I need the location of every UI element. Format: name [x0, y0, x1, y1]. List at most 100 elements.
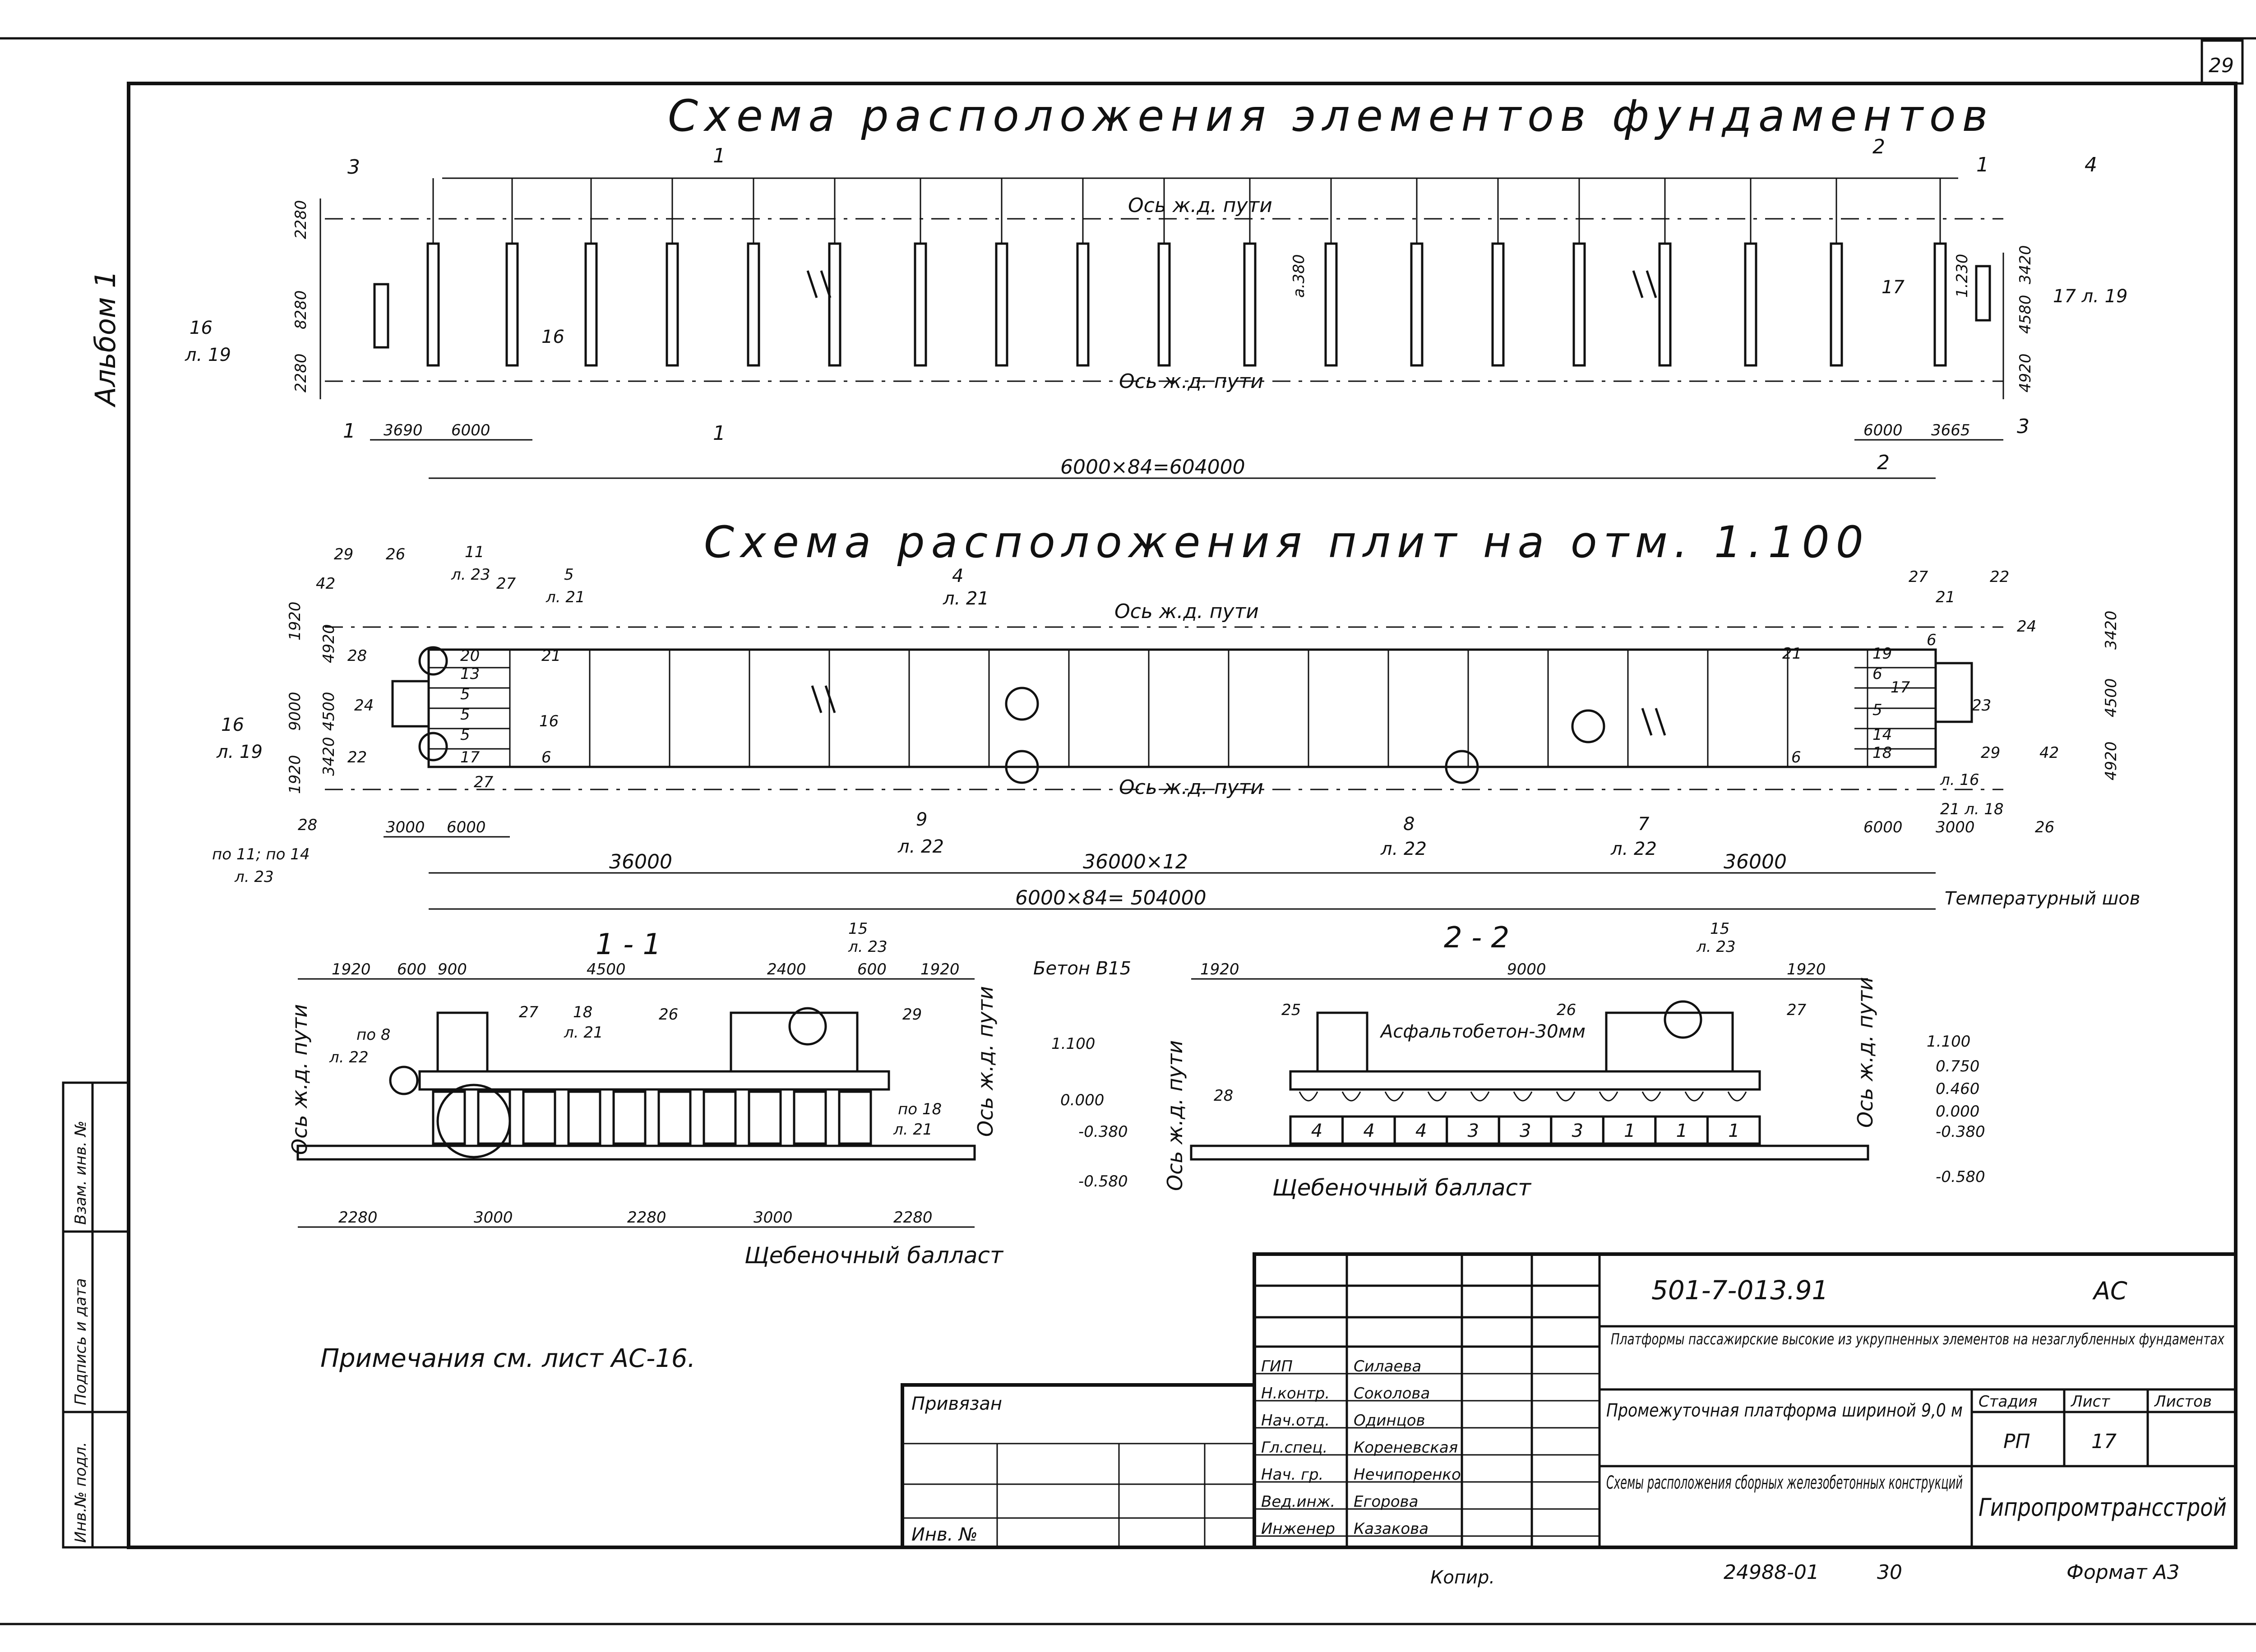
- plan1-dim-l1: 8280: [292, 290, 310, 329]
- pier: [657, 1090, 692, 1145]
- lnum-5a: 5: [460, 685, 470, 703]
- sec11-ballast: [296, 1144, 976, 1161]
- tb-role: Инженер: [1261, 1520, 1335, 1538]
- tb-doc-code: 501-7-013.91: [1651, 1275, 1828, 1306]
- lnum-42: 42: [316, 575, 335, 593]
- slab-grid: [391, 648, 1973, 768]
- slab-outline: [427, 648, 1937, 768]
- sec11-ref-l21: л. 21: [564, 1024, 603, 1042]
- end-footing-right: [1975, 265, 1991, 322]
- plan1-1230: 1.230: [1953, 254, 1971, 298]
- sec11-slab: [418, 1070, 890, 1091]
- footing: [1658, 242, 1672, 367]
- page-number: 29: [2209, 54, 2234, 77]
- sec22-lvl4: -0.380: [1936, 1123, 1985, 1141]
- note: Примечания см. лист АС-16.: [320, 1344, 695, 1373]
- lnum-22: 22: [347, 748, 367, 766]
- plan2-co4-sheet: л. 21: [943, 588, 989, 609]
- tb-mark: АС: [2092, 1277, 2127, 1305]
- foundation-block-label: 1: [1676, 1121, 1687, 1141]
- footing: [1076, 242, 1090, 367]
- tb-person: Кореневская: [1354, 1439, 1458, 1457]
- lnum-28: 28: [347, 647, 367, 665]
- lnum-26: 26: [386, 545, 405, 563]
- slab-rib: [1641, 1091, 1661, 1102]
- sec11-ref-18: 18: [573, 1003, 592, 1021]
- lnum-27b: 27: [474, 773, 494, 791]
- tb-copy: Копир.: [1430, 1567, 1495, 1588]
- sec11-callout-8: [389, 1066, 419, 1095]
- rnum-5: 5: [1872, 701, 1882, 719]
- plan1-a380: а.380: [1290, 254, 1308, 298]
- plan1-dim-r0: 3420: [2016, 245, 2034, 284]
- foundation-block-label: 4: [1311, 1121, 1322, 1141]
- footing: [1572, 242, 1586, 367]
- plan2-bd6: 3000: [1936, 818, 1975, 836]
- sec22-axis-right: Ось ж.д. пути: [1853, 977, 1877, 1128]
- footing: [914, 242, 927, 367]
- sec11-d4: 2400: [767, 960, 806, 978]
- tb-stage: РП: [2003, 1430, 2030, 1453]
- foundation-block-label: 4: [1415, 1121, 1427, 1141]
- left-stamp: Взам. инв. № Подпись и дата Инв.№ подл.: [62, 1081, 130, 1549]
- lnum-l21: л. 21: [546, 588, 585, 606]
- slab-rib: [1470, 1091, 1490, 1102]
- sec22-ref-l23: л. 23: [1696, 938, 1736, 956]
- plan2-axis-top: Ось ж.д. пути: [1114, 600, 1259, 623]
- sec22-concrete: Бетон В15: [1033, 958, 1131, 979]
- callout-circle-9: [1005, 750, 1039, 784]
- sec11-bd3: 3000: [754, 1209, 793, 1227]
- slab-rib: [1684, 1091, 1704, 1102]
- sec11-ballast-label: Щебеночный балласт: [744, 1242, 1004, 1269]
- break-mark: [1632, 270, 1657, 298]
- sec11-callout-18: [436, 1084, 511, 1158]
- sec11-lvl0: 1.100: [1051, 1035, 1095, 1053]
- plan2-bd5: 6000: [1863, 818, 1903, 836]
- foundation-block-label: 3: [1520, 1121, 1531, 1141]
- plan1-ref17: 17: [1882, 277, 1905, 298]
- pier: [522, 1090, 556, 1145]
- pier: [477, 1090, 511, 1145]
- plan1-dim-l2: 2280: [292, 353, 310, 392]
- title-block: Привязан Инв. № 501-7-013.91 АС Платформ…: [901, 1252, 2238, 1588]
- slab-rib: [1427, 1091, 1447, 1102]
- plan2-co7-sheet: л. 22: [1610, 839, 1657, 859]
- rnum-21l18: 21 л. 18: [1940, 800, 2004, 818]
- rnum-29: 29: [1981, 744, 2000, 762]
- sec11-d6: 1920: [920, 960, 960, 978]
- tb-role: Вед.инж.: [1261, 1493, 1335, 1511]
- tb-sheet: 17: [2091, 1430, 2117, 1453]
- sec22-title: 2 - 2: [1444, 921, 1509, 955]
- sec11-d5: 600: [857, 960, 887, 978]
- sec22-callout-15: [1664, 1000, 1702, 1039]
- plan2-co7-num: 7: [1638, 814, 1650, 835]
- lnum-28b: 28: [298, 816, 317, 834]
- pier: [703, 1090, 737, 1145]
- lnum-6: 6: [541, 748, 551, 766]
- sec11-ref-po18: по 18: [898, 1100, 942, 1118]
- end-grid-right: [1934, 662, 1973, 723]
- stamp-podpis: Подпись и дата: [72, 1278, 90, 1405]
- lnum-13: 13: [460, 665, 480, 683]
- plan1-axis-top: Ось ж.д. пути: [1128, 194, 1272, 217]
- tb-inv: Инв. №: [911, 1524, 978, 1545]
- page-number-box: [2201, 39, 2244, 85]
- tb-person: Нечипоренко: [1354, 1466, 1461, 1484]
- footing: [1744, 242, 1757, 367]
- pier: [612, 1090, 647, 1145]
- rnum-21: 21: [1936, 588, 1955, 606]
- plan2-dl0: 1920: [286, 601, 304, 641]
- footing: [666, 242, 679, 367]
- foundation-block-label: 1: [1728, 1121, 1739, 1141]
- sec11-ref-27: 27: [519, 1003, 539, 1021]
- plan1-ref16: 16: [190, 318, 213, 338]
- sec11-bd1: 3000: [474, 1209, 513, 1227]
- plan1-mark-1d: 1: [713, 422, 726, 445]
- sec22-ref-25: 25: [1281, 1001, 1301, 1019]
- plan2-ref-left: по 11; по 14: [212, 845, 310, 863]
- footing: [426, 242, 440, 367]
- sec11-ref-l21b: л. 21: [893, 1121, 933, 1139]
- pier: [567, 1090, 601, 1145]
- foundation-plan: Схема расположения элементов фундаментов…: [185, 91, 2128, 479]
- rnum-6: 6: [1927, 631, 1937, 649]
